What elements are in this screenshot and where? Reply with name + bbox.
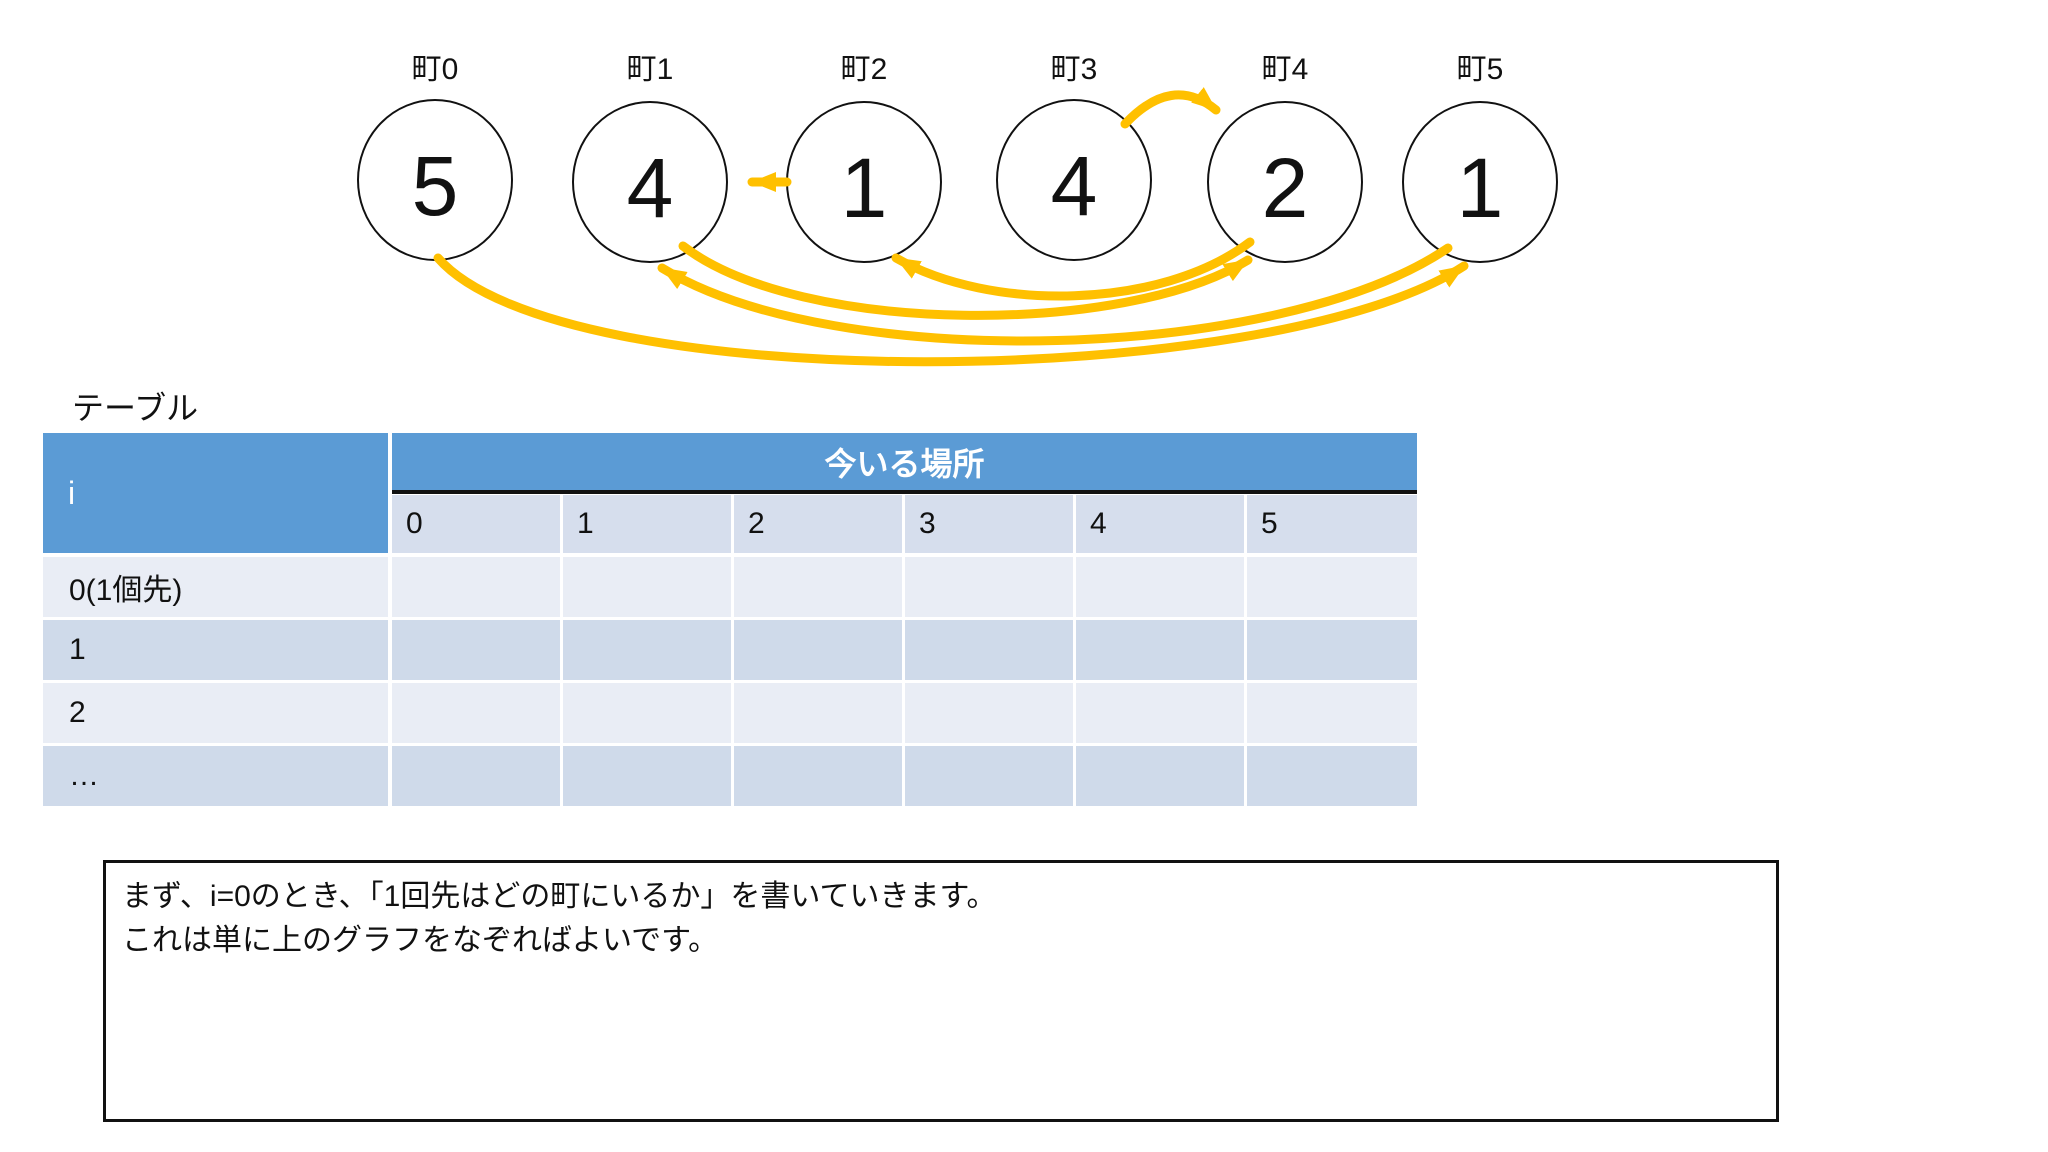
table-group-header: 今いる場所 <box>392 433 1417 490</box>
col-header-0: 0 <box>392 495 560 553</box>
table-cell-r0c2 <box>734 557 902 617</box>
town-label-1: 町1 <box>627 53 674 86</box>
town-label-5: 町5 <box>1457 53 1504 86</box>
col-header-4: 4 <box>1076 495 1244 553</box>
table-corner-cell-i: i <box>43 433 388 553</box>
row-label-3: … <box>43 746 388 806</box>
town-label-0: 町0 <box>412 53 459 86</box>
table-cell-r2c2 <box>734 683 902 743</box>
table-cell-r0c3 <box>905 557 1073 617</box>
table-cell-r1c1 <box>563 620 731 680</box>
col-header-3: 3 <box>905 495 1073 553</box>
table-cell-r3c5 <box>1247 746 1417 806</box>
table-title: テーブル <box>72 390 199 426</box>
table-cell-r1c0 <box>392 620 560 680</box>
teleporter-graph: 町0 5 町1 4 町2 1 町3 4 町4 2 町5 1 <box>357 53 1558 367</box>
table-cell-r2c3 <box>905 683 1073 743</box>
table-cell-r3c1 <box>563 746 731 806</box>
town-label-2: 町2 <box>841 53 888 86</box>
table-cell-r2c4 <box>1076 683 1244 743</box>
town-node-3 <box>996 99 1152 261</box>
table-cell-r3c0 <box>392 746 560 806</box>
town-value-3: 4 <box>1051 139 1098 233</box>
town-value-2: 1 <box>841 141 888 235</box>
col-header-1: 1 <box>563 495 731 553</box>
table-cell-r0c0 <box>392 557 560 617</box>
table-cell-r2c5 <box>1247 683 1417 743</box>
town-value-4: 2 <box>1262 141 1309 235</box>
table-cell-r1c3 <box>905 620 1073 680</box>
note-line-2: これは単に上のグラフをなぞればよいです。 <box>122 924 719 957</box>
table-cell-r0c5 <box>1247 557 1417 617</box>
note-box: まず、i=0のとき、「1回先はどの町にいるか」を書いていきます。 これは単に上の… <box>103 860 1779 1122</box>
table-cell-r0c1 <box>563 557 731 617</box>
town-label-3: 町3 <box>1051 53 1098 86</box>
town-value-5: 1 <box>1457 141 1504 235</box>
table-cell-r1c4 <box>1076 620 1244 680</box>
town-label-4: 町4 <box>1262 53 1309 86</box>
col-header-5: 5 <box>1247 495 1417 553</box>
table-cell-r3c2 <box>734 746 902 806</box>
row-label-1: 1 <box>43 620 388 680</box>
town-node-4 <box>1207 101 1363 263</box>
table-cell-r3c3 <box>905 746 1073 806</box>
edge-arrow-town4-to-town2 <box>891 237 1255 301</box>
table-cell-r2c1 <box>563 683 731 743</box>
row-label-0: 0(1個先) <box>43 557 388 617</box>
note-line-1: まず、i=0のとき、「1回先はどの町にいるか」を書いていきます。 <box>122 880 997 913</box>
edge-arrow-town5-to-town1 <box>657 243 1453 346</box>
edge-arrow-town0-to-town5 <box>433 253 1469 367</box>
table-cell-r1c5 <box>1247 620 1417 680</box>
town-node-1 <box>572 101 728 263</box>
col-header-2: 2 <box>734 495 902 553</box>
table-cell-r2c0 <box>392 683 560 743</box>
edge-arrow-town1-to-town4 <box>678 241 1253 320</box>
row-label-2: 2 <box>43 683 388 743</box>
town-value-0: 5 <box>412 139 459 233</box>
table-header-rule <box>392 490 1417 494</box>
table-cell-r0c4 <box>1076 557 1244 617</box>
town-node-5 <box>1402 101 1558 263</box>
edge-arrow-town3-to-town4 <box>1120 87 1221 129</box>
town-value-1: 4 <box>627 141 674 235</box>
table-cell-r1c2 <box>734 620 902 680</box>
table-cell-r3c4 <box>1076 746 1244 806</box>
